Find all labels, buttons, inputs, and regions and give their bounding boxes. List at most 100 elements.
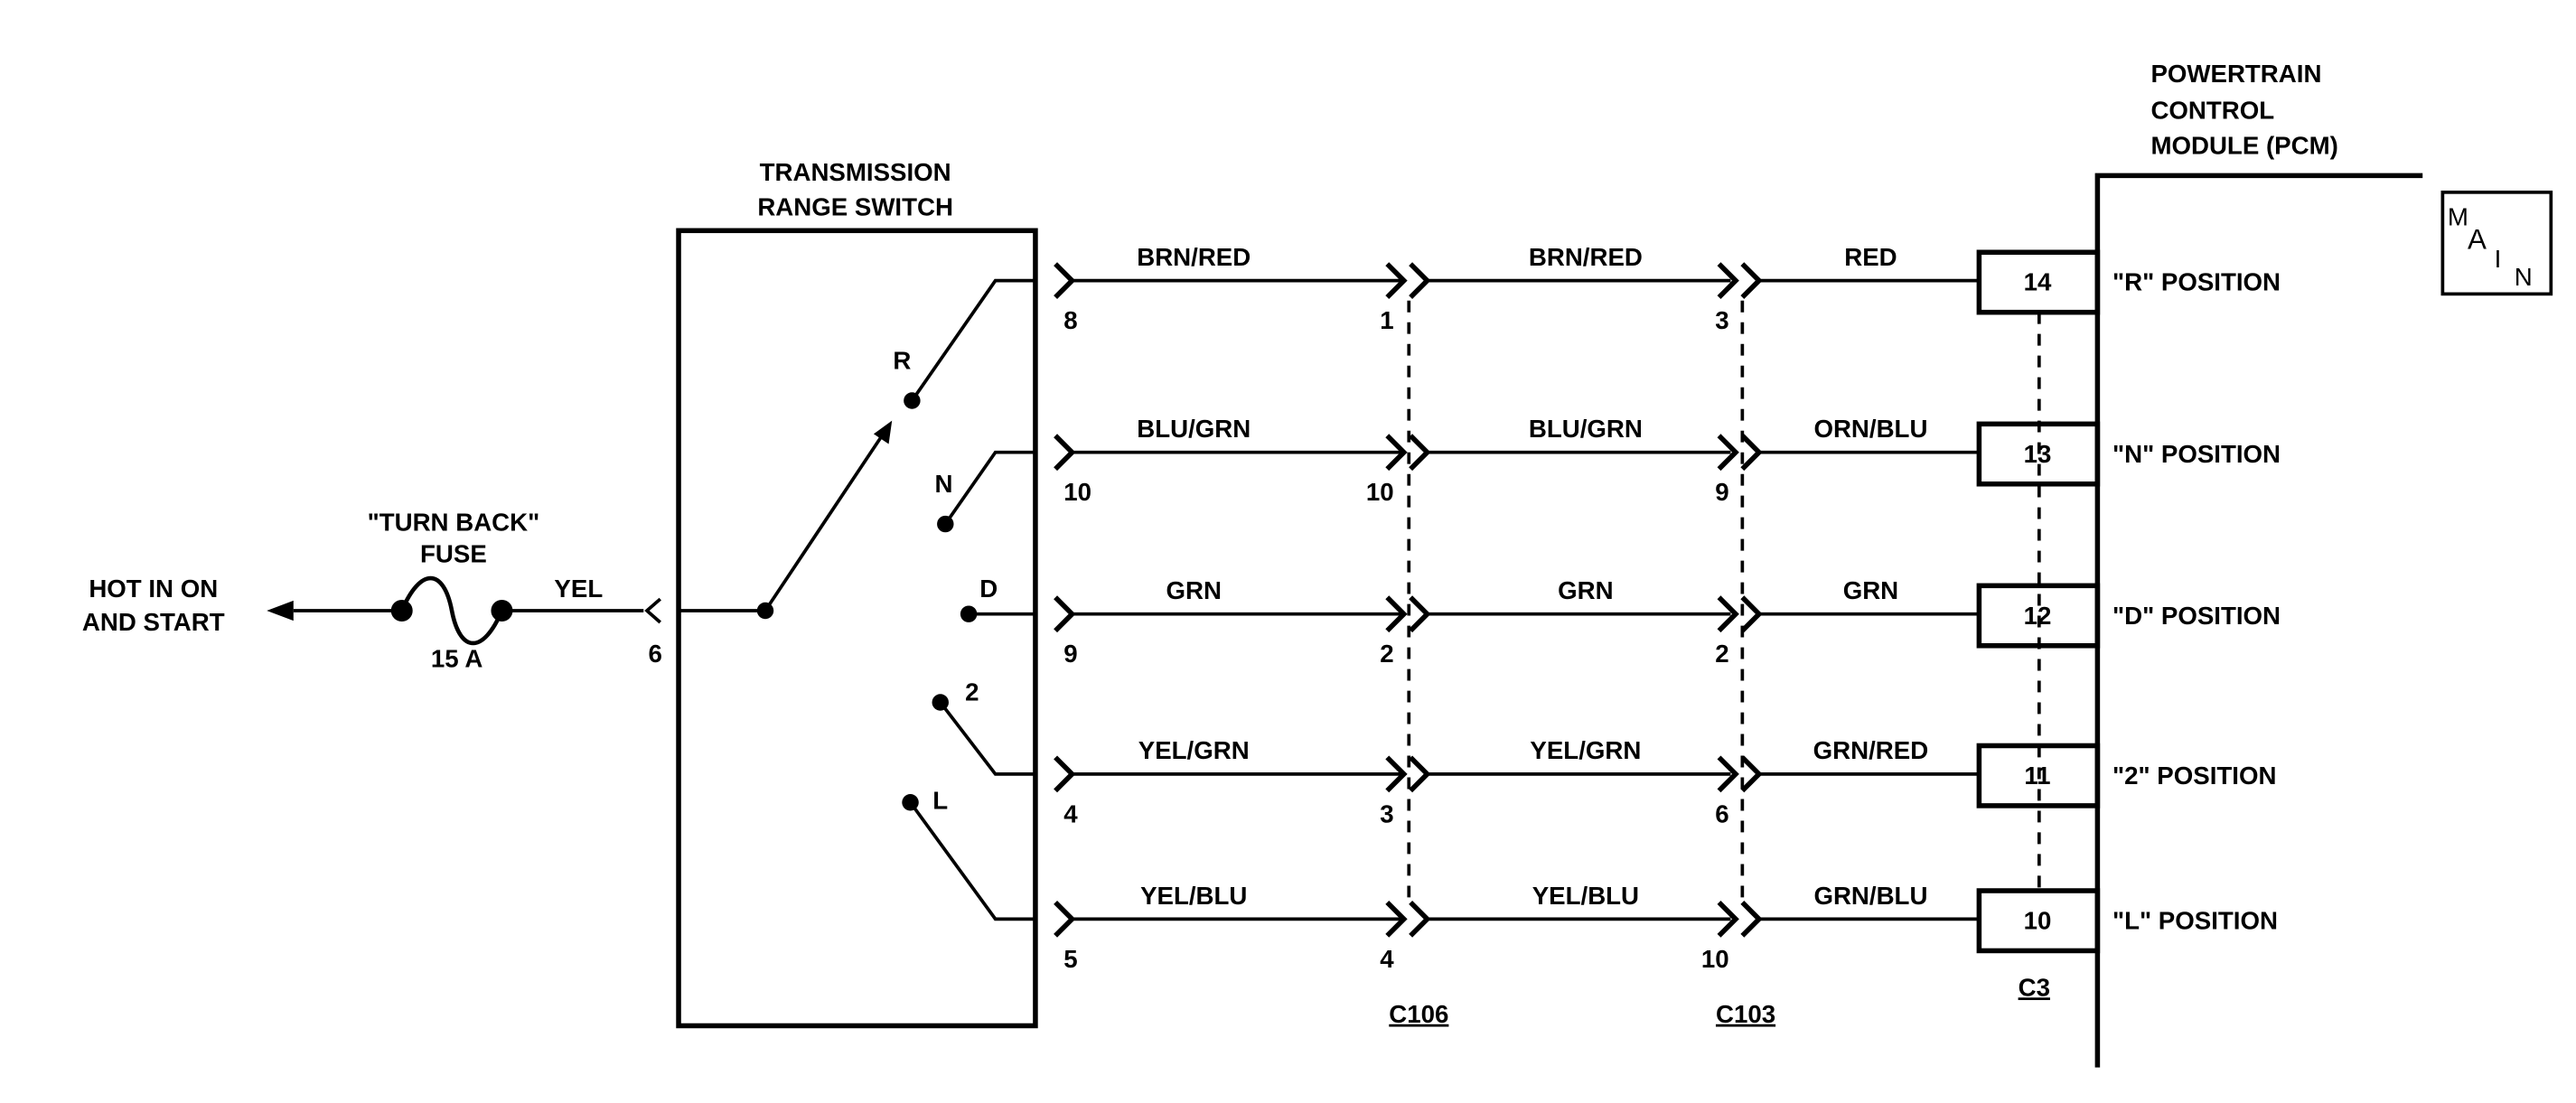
pcm-title-line-2: CONTROL — [2150, 97, 2274, 125]
switch-title-line-2: RANGE SWITCH — [757, 193, 953, 221]
position-label-r: R — [893, 346, 911, 374]
main-badge-letter-a: A — [2468, 224, 2487, 256]
row-3-wire-color-2: GRN — [1558, 576, 1613, 604]
circuits: BRN/RED 8 BRN/RED 1 RED 3 14 "R" POSITION BLU/GR… — [1054, 243, 2281, 973]
switch-arm — [763, 429, 887, 612]
row-3-c106-chevron-left-icon — [1385, 595, 1408, 633]
row-5-wire-color-2: YEL/BLU — [1532, 882, 1639, 910]
power-source: HOT IN ON AND START — [82, 575, 400, 636]
main-badge-letter-i: I — [2495, 245, 2502, 273]
row-1-wire-color-3: RED — [1844, 243, 1897, 271]
row-3-switch-pin: 9 — [1063, 640, 1077, 668]
row-2-wire-color-3: ORN/BLU — [1813, 415, 1927, 443]
row-3-pcm-position-label: "D" POSITION — [2112, 602, 2281, 630]
row-5-c103-pin: 10 — [1701, 945, 1729, 973]
pcm-module: POWERTRAIN CONTROL MODULE (PCM) — [2094, 60, 2423, 1068]
source-label-line-2: AND START — [82, 608, 225, 636]
row-4-wire-color-2: YEL/GRN — [1530, 736, 1641, 764]
row-1-c106-chevron-left-icon — [1385, 262, 1408, 300]
connector-c106-label: C106 — [1389, 1000, 1448, 1028]
row-2-c106-chevron-left-icon — [1385, 434, 1408, 472]
row-5-c106-chevron-right-icon — [1409, 900, 1431, 938]
connector-c103-label: C103 — [1716, 1000, 1775, 1028]
row-2-c106-chevron-right-icon — [1409, 434, 1431, 472]
position-label-l: L — [932, 787, 948, 815]
row-5-pcm-pin: 10 — [2024, 906, 2052, 934]
row-2-pcm-position-label: "N" POSITION — [2112, 440, 2281, 468]
row-3-switch-connector-icon — [1054, 595, 1076, 633]
switch-title-line-1: TRANSMISSION — [760, 158, 951, 186]
contact-2-wire — [939, 701, 1035, 776]
row-4-wire-color-1: YEL/GRN — [1138, 736, 1250, 764]
row-1-c106-pin: 1 — [1380, 306, 1393, 334]
switch-arm-arrow-icon — [873, 420, 893, 444]
row-3-c106-chevron-right-icon — [1409, 595, 1431, 633]
row-1-c103-chevron-left-icon — [1717, 262, 1739, 300]
row-2-switch-connector-icon — [1054, 434, 1076, 472]
feed-pin: 6 — [649, 640, 662, 668]
row-2-c103-chevron-left-icon — [1717, 434, 1739, 472]
row-3-c106-pin: 2 — [1380, 640, 1393, 668]
row-1-c106-chevron-right-icon — [1409, 262, 1431, 300]
row-5-wire-color-3: GRN/BLU — [1813, 882, 1927, 910]
fuse-rating: 15 A — [431, 645, 482, 673]
row-3-wire-color-1: GRN — [1166, 576, 1222, 604]
position-label-2: 2 — [965, 678, 979, 706]
row-5-c103-chevron-left-icon — [1717, 900, 1739, 938]
row-1-switch-pin: 8 — [1063, 306, 1077, 334]
row-3-wire-color-3: GRN — [1843, 576, 1898, 604]
row-1-pcm-position-label: "R" POSITION — [2112, 268, 2281, 296]
row-2-c106-pin: 10 — [1366, 478, 1394, 506]
row-5-c106-pin: 4 — [1380, 945, 1394, 973]
row-1-pcm-pin: 14 — [2024, 268, 2052, 296]
fuse-label-line-1: "TURN BACK" — [368, 508, 540, 536]
row-2-wire-color-2: BLU/GRN — [1529, 415, 1643, 443]
feed-wire-color: YEL — [554, 575, 603, 603]
row-5-switch-pin: 5 — [1063, 945, 1077, 973]
contact-l-wire — [909, 801, 1035, 921]
pcm-title-line-3: MODULE (PCM) — [2150, 131, 2337, 159]
main-badge-letter-m: M — [2448, 203, 2468, 231]
transmission-range-switch: TRANSMISSION RANGE SWITCH R N D 2 L — [676, 158, 1038, 1029]
row-4-pcm-position-label: "2" POSITION — [2112, 762, 2276, 790]
row-2-c103-pin: 9 — [1715, 478, 1728, 506]
pcm-title-line-1: POWERTRAIN — [2150, 60, 2321, 88]
row-4-c103-pin: 6 — [1715, 799, 1728, 827]
switch-body — [676, 228, 1038, 1029]
main-badge: M A I N — [2440, 190, 2553, 296]
row-4-c106-pin: 3 — [1380, 799, 1393, 827]
row-3-c103-chevron-right-icon — [1740, 595, 1763, 633]
arrow-left-icon — [267, 600, 294, 622]
row-5-wire-color-1: YEL/BLU — [1140, 882, 1247, 910]
row-5-switch-connector-icon — [1054, 900, 1076, 938]
row-1-wire-color-2: BRN/RED — [1529, 243, 1643, 271]
row-5-c103-chevron-right-icon — [1740, 900, 1763, 938]
row-3-c103-pin: 2 — [1715, 640, 1728, 668]
row-4-c103-chevron-left-icon — [1717, 755, 1739, 793]
feed-connector-icon — [644, 597, 661, 624]
main-badge-box — [2440, 190, 2553, 296]
row-4-wire-color-3: GRN/RED — [1813, 736, 1929, 764]
contact-n-wire — [943, 450, 1035, 526]
row-2-switch-pin: 10 — [1063, 478, 1091, 506]
pcm-boundary — [2094, 173, 2423, 1068]
row-2-c103-chevron-right-icon — [1740, 434, 1763, 472]
source-label-line-1: HOT IN ON — [89, 575, 218, 603]
row-2-wire-color-1: BLU/GRN — [1137, 415, 1251, 443]
row-1-c103-chevron-right-icon — [1740, 262, 1763, 300]
fuse: "TURN BACK" FUSE 15 A — [368, 508, 540, 672]
row-4-switch-pin: 4 — [1063, 799, 1078, 827]
row-1-wire-color-1: BRN/RED — [1137, 243, 1251, 271]
position-label-d: D — [979, 575, 998, 603]
main-badge-letter-n: N — [2515, 263, 2533, 291]
position-label-n: N — [934, 470, 952, 498]
connector-c3-label: C3 — [2019, 973, 2050, 1001]
row-1-switch-connector-icon — [1054, 262, 1076, 300]
contact-r-wire — [910, 278, 1035, 402]
row-3-c103-chevron-left-icon — [1717, 595, 1739, 633]
fuse-label-line-2: FUSE — [420, 539, 487, 567]
row-5-pcm-position-label: "L" POSITION — [2112, 906, 2278, 934]
row-5-c106-chevron-left-icon — [1385, 900, 1408, 938]
row-1-c103-pin: 3 — [1715, 306, 1728, 334]
